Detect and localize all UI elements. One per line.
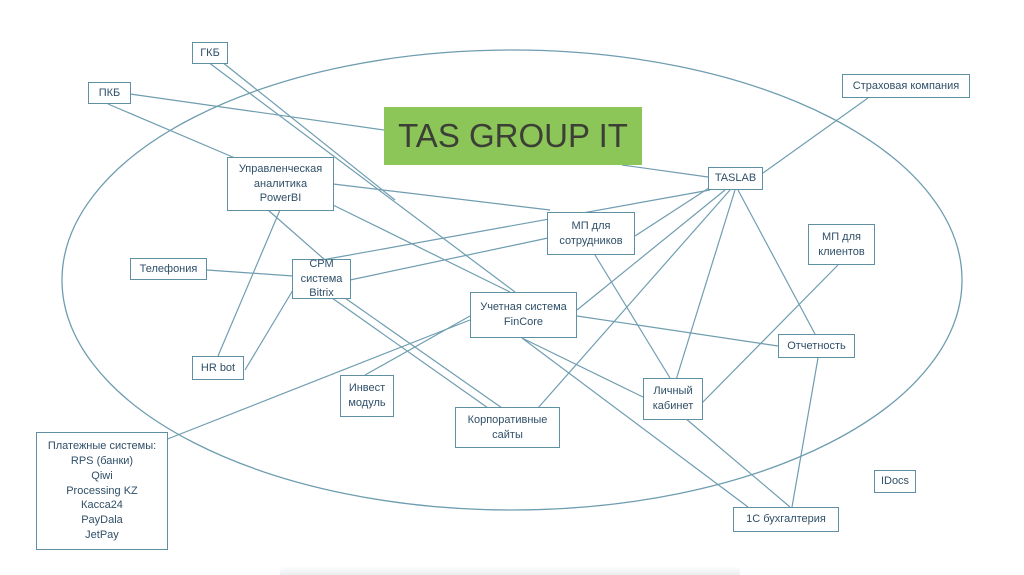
edge-pkb-analytics: [107, 103, 236, 159]
edge-analytics-mpstaff: [332, 183, 551, 211]
edge-fincore-payments: [164, 319, 471, 441]
node-telephony: Телефония: [130, 258, 207, 280]
edge-analytics-crm: [267, 209, 326, 261]
edge-fincore-taslab: [576, 189, 726, 311]
node-idocs: IDocs: [874, 470, 916, 493]
edge-fincore-accounting: [521, 337, 749, 508]
edge-cabinet-accounting: [684, 417, 791, 508]
edge-pkb-title: [129, 93, 385, 131]
node-payments: Платежные системы: RPS (банки) Qiwi Proc…: [36, 432, 168, 550]
node-mp-clients: МП для клиентов: [808, 224, 875, 265]
node-accounting: 1С бухгалтерия: [733, 507, 839, 532]
edge-insurance-taslab: [762, 97, 869, 174]
node-analytics: Управленческая аналитика PowerBI: [227, 157, 334, 211]
edge-crm-taslab: [321, 189, 711, 261]
edge-analytics-hrbot: [217, 209, 281, 357]
edge-gkb-crm: [221, 61, 396, 201]
node-insurance: Страховая компания: [842, 74, 970, 98]
company-title: TAS GROUP IT: [384, 107, 642, 165]
edge-reports-accounting: [791, 357, 819, 508]
node-mp-staff: МП для сотрудников: [547, 212, 635, 255]
edge-analytics-fincore: [332, 204, 511, 293]
node-crm: СРМ система Bitrix: [292, 258, 351, 299]
edge-crm-mpstaff: [349, 237, 549, 281]
edge-title-taslab: [621, 164, 709, 178]
edge-mpstaff-taslab: [634, 185, 713, 237]
node-fincore: Учетная система FinCore: [470, 292, 577, 338]
node-invest: Инвест модуль: [340, 375, 394, 417]
edge-crm-hrbot: [244, 289, 294, 371]
edge-taslab-reports: [737, 189, 816, 335]
edge-fincore-invest: [364, 315, 471, 376]
edge-mpclients-cabinet: [699, 264, 839, 406]
node-cabinet: Личный кабинет: [643, 378, 703, 420]
node-hrbot: HR bot: [192, 356, 244, 380]
edge-crm-corporate2: [331, 297, 489, 409]
edge-fincore-reports: [576, 315, 779, 347]
bottom-fade: [280, 566, 740, 575]
edge-taslab-corporate: [537, 189, 731, 409]
node-reports: Отчетность: [778, 334, 855, 358]
edge-telephony-crm: [206, 269, 294, 277]
node-taslab: TASLAB: [708, 167, 763, 190]
node-corporate: Корпоративные сайты: [455, 407, 560, 448]
edge-mpstaff-cabinet: [594, 254, 671, 379]
boundary-ellipse: [61, 49, 963, 511]
edge-gkb-fincore: [207, 61, 516, 293]
node-gkb: ГКБ: [192, 42, 228, 64]
edge-fincore-cabinet: [521, 337, 646, 399]
edge-taslab-cabinet: [675, 189, 736, 381]
node-pkb: ПКБ: [88, 82, 131, 104]
edge-crm-corporate: [344, 297, 503, 409]
